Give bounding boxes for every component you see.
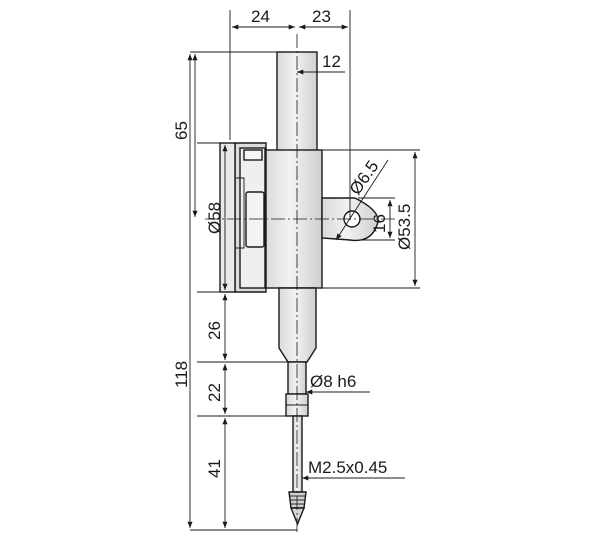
dim-stem-section: 22 [205,383,224,402]
contact-point [289,507,306,526]
dim-dial-diameter: Ø58 [205,202,224,234]
dim-stem-length: 26 [205,321,224,340]
dim-lug-height: 16 [370,214,389,233]
bezel-clip [243,149,263,161]
extension-lines [190,10,420,531]
dimension-lines [187,24,418,528]
dim-top-right-width: 23 [312,7,331,26]
dim-top-left-width: 24 [251,7,270,26]
dim-stem-diameter: Ø8 h6 [310,372,356,391]
dim-overall-height-upper: 65 [172,121,191,140]
dim-overall-height: 118 [172,361,191,388]
dim-spindle-offset: 12 [322,52,341,71]
dim-body-diameter: Ø53.5 [395,204,414,250]
dim-thread: M2.5x0.45 [308,458,387,477]
bezel-detail [236,177,245,249]
contact-rod [292,415,303,493]
dim-contact-length: 41 [205,459,224,478]
dial-window [245,191,265,248]
lower-stem-taper [278,287,317,363]
